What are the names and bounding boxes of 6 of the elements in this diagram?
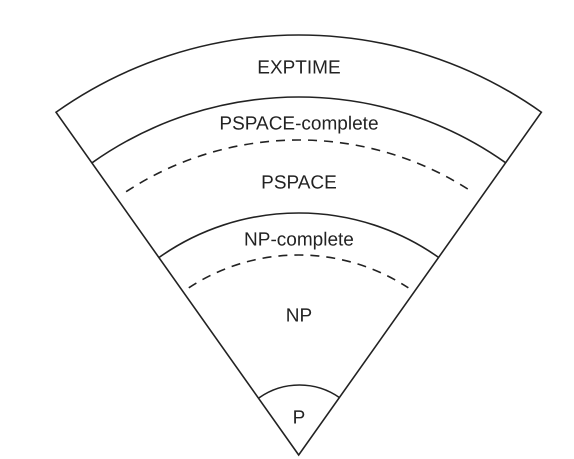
class-label: PSPACE-complete xyxy=(219,114,379,134)
class-label: EXPTIME xyxy=(257,58,341,78)
class-label: NP xyxy=(286,306,312,326)
class-label: P xyxy=(292,408,306,428)
class-label: PSPACE xyxy=(261,174,337,192)
class-label: NP-complete xyxy=(244,230,354,250)
